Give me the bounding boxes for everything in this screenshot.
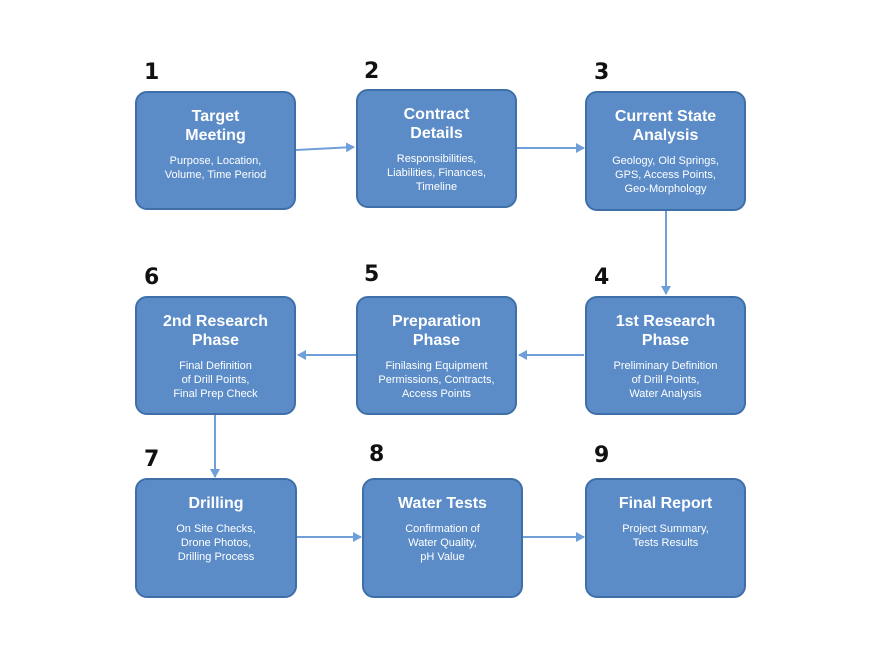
step-title: Drilling: [188, 495, 244, 512]
step-number-7: 7: [144, 447, 160, 472]
step-number-3: 3: [594, 60, 610, 85]
step-number-1: 1: [144, 60, 160, 85]
step-number-2: 2: [364, 59, 380, 84]
step-box-water-tests: Water Tests Confirmation of Water Qualit…: [362, 478, 523, 598]
step-title: 1st Research Phase: [615, 313, 716, 349]
step-description: Preliminary Definition of Drill Points, …: [613, 360, 718, 400]
step-description: Purpose, Location, Volume, Time Period: [164, 155, 267, 181]
step-box-preparation-phase: Preparation Phase Finilasing Equipment P…: [356, 296, 517, 415]
step-title: Water Tests: [398, 495, 487, 512]
step-description: On Site Checks, Drone Photos, Drilling P…: [176, 523, 256, 563]
step-number-9: 9: [594, 443, 610, 468]
step-description: Project Summary, Tests Results: [622, 523, 709, 549]
step-title: 2nd Research Phase: [163, 313, 268, 349]
step-description: Responsibilities, Liabilities, Finances,…: [386, 153, 487, 193]
step-description: Finilasing Equipment Permissions, Contra…: [378, 360, 495, 400]
step-number-4: 4: [594, 265, 610, 290]
step-number-8: 8: [369, 442, 385, 467]
step-description: Confirmation of Water Quality, pH Value: [405, 523, 480, 563]
step-box-current-state-analysis: Current State Analysis Geology, Old Spri…: [585, 91, 746, 211]
step-box-final-report: Final Report Project Summary, Tests Resu…: [585, 478, 746, 598]
step-description: Geology, Old Springs, GPS, Access Points…: [612, 155, 719, 195]
step-description: Final Definition of Drill Points, Final …: [173, 360, 258, 400]
step-box-drilling: Drilling On Site Checks, Drone Photos, D…: [135, 478, 297, 598]
step-title: Preparation Phase: [392, 313, 481, 349]
step-number-6: 6: [144, 265, 160, 290]
step-title: Final Report: [618, 495, 713, 512]
arrow-1-to-2: [295, 142, 355, 153]
step-box-target-meeting: Target Meeting Purpose, Location, Volume…: [135, 91, 296, 210]
step-title: Target Meeting: [185, 108, 246, 144]
step-title: Contract Details: [403, 106, 470, 142]
step-title: Current State Analysis: [614, 108, 717, 144]
step-box-1st-research-phase: 1st Research Phase Preliminary Definitio…: [585, 296, 746, 415]
step-box-2nd-research-phase: 2nd Research Phase Final Definition of D…: [135, 296, 296, 415]
step-box-contract-details: Contract Details Responsibilities, Liabi…: [356, 89, 517, 208]
step-number-5: 5: [364, 262, 380, 287]
